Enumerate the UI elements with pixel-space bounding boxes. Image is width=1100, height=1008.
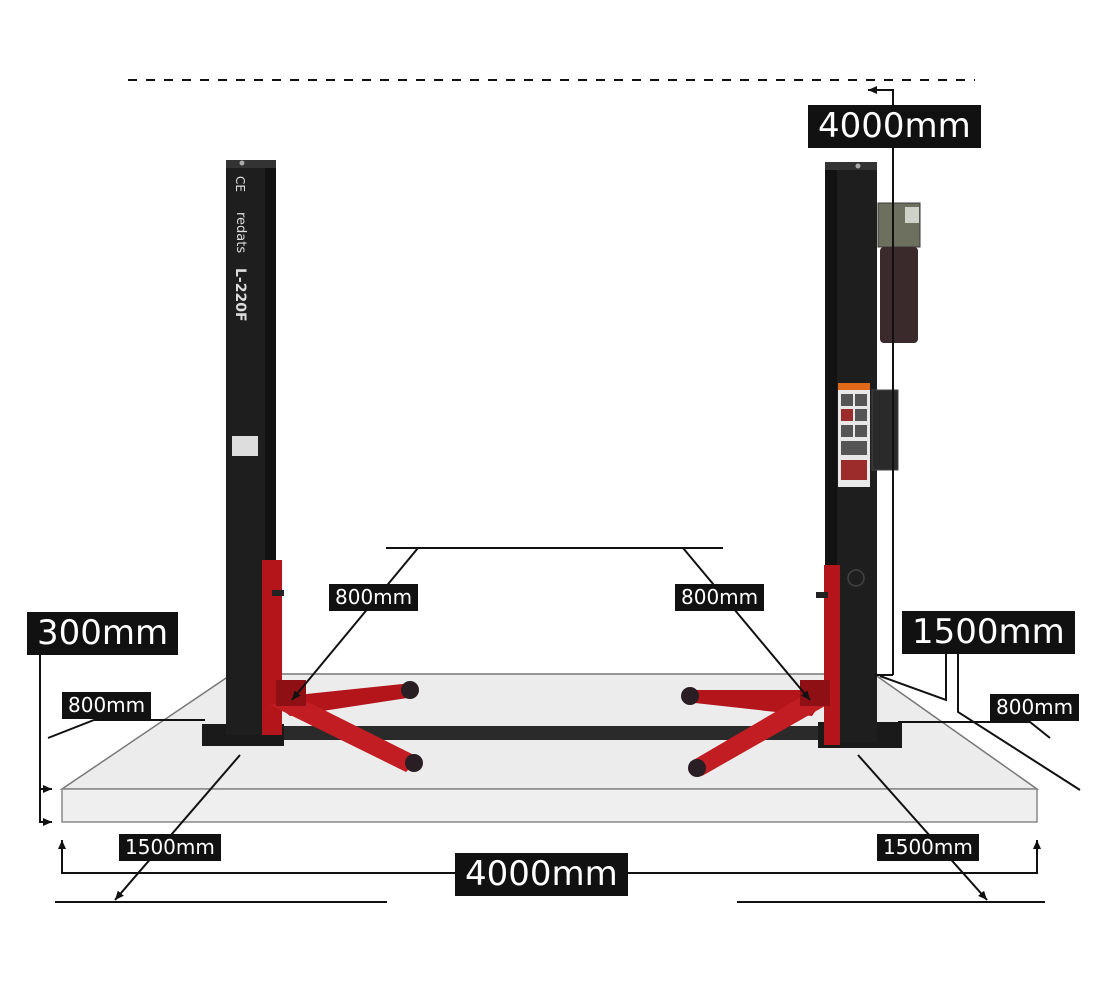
- control-box: [871, 389, 899, 471]
- dim-line-left-arm: [291, 547, 419, 701]
- label-left-edge: 800mm: [62, 692, 152, 719]
- label-right-arm: 800mm: [675, 584, 765, 611]
- dim-line-bottom-left: [114, 754, 241, 901]
- label-height-top: 4000mm: [808, 105, 981, 148]
- label-bottom-left: 1500mm: [119, 834, 221, 861]
- left-column: [202, 160, 423, 772]
- hydraulic-tank: [880, 247, 918, 343]
- dim-line-right-edge-outer: [898, 721, 1051, 739]
- floor-plate: [262, 726, 832, 740]
- label-total-width: 4000mm: [455, 853, 628, 896]
- dim-line-left-edge: [47, 719, 205, 739]
- floor-pad-front: [61, 788, 1038, 823]
- label-left-arm: 800mm: [329, 584, 419, 611]
- dim-line-pad-height: [39, 655, 52, 826]
- dim-line-total-right: [628, 840, 1041, 874]
- dim-line-height: [868, 86, 894, 675]
- label-bottom-right: 1500mm: [877, 834, 979, 861]
- right-column: [681, 162, 921, 777]
- label-pad-height: 300mm: [27, 612, 179, 655]
- dim-line-right-arm: [682, 547, 811, 701]
- dim-line-total-left: [58, 840, 455, 874]
- brand-logo: redats: [233, 212, 248, 254]
- label-right-edge: 800mm: [990, 694, 1080, 721]
- dim-line-bottom-right: [857, 754, 988, 901]
- dim-line-right-width: [879, 652, 947, 702]
- left-column-plate: [232, 436, 258, 456]
- model-name: L-220F: [232, 268, 248, 322]
- dim-line-right-edge: [957, 652, 1081, 791]
- label-right-width: 1500mm: [902, 611, 1075, 654]
- ce-mark: CE: [233, 176, 247, 192]
